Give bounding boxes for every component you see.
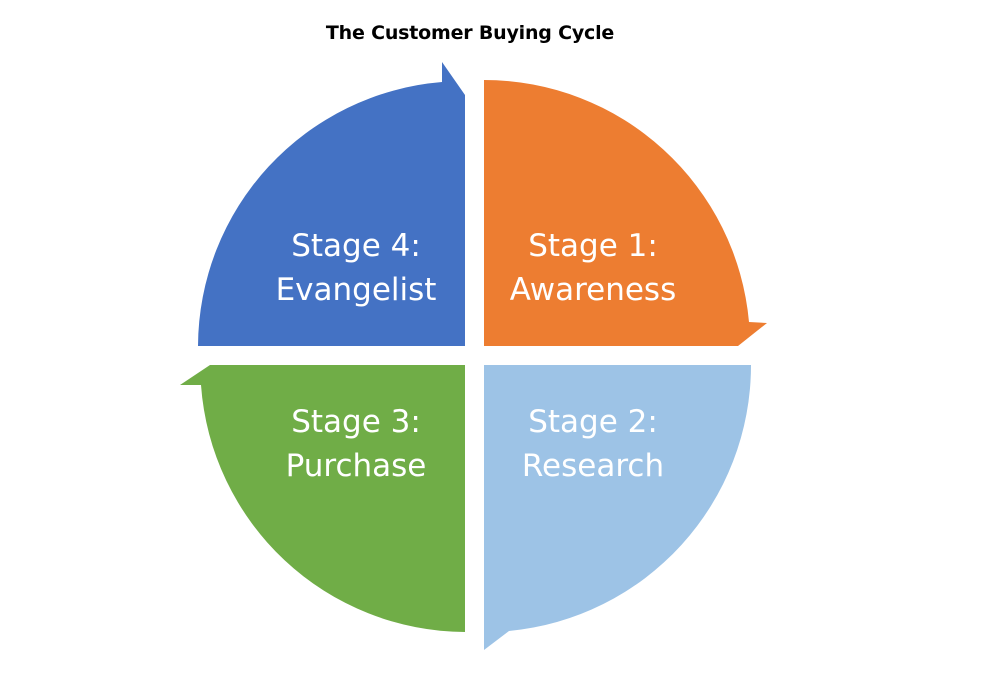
diagram-title: The Customer Buying Cycle [325, 22, 615, 44]
stage-3-segment [180, 365, 465, 632]
stage-4-label-line2: Evangelist [276, 272, 437, 308]
stage-4-segment [198, 62, 465, 346]
stage-1-label-line2: Awareness [510, 272, 676, 308]
stage-3-label-line2: Purchase [286, 448, 427, 484]
stage-2-label-line1: Stage 2: [528, 404, 658, 440]
stage-3-label-line1: Stage 3: [291, 404, 421, 440]
stage-1-segment [484, 79, 767, 346]
stage-4-label-line1: Stage 4: [291, 228, 421, 264]
stage-1-label-line1: Stage 1: [528, 228, 658, 264]
stage-2-segment [484, 365, 752, 650]
stage-2-label-line2: Research [522, 448, 664, 484]
